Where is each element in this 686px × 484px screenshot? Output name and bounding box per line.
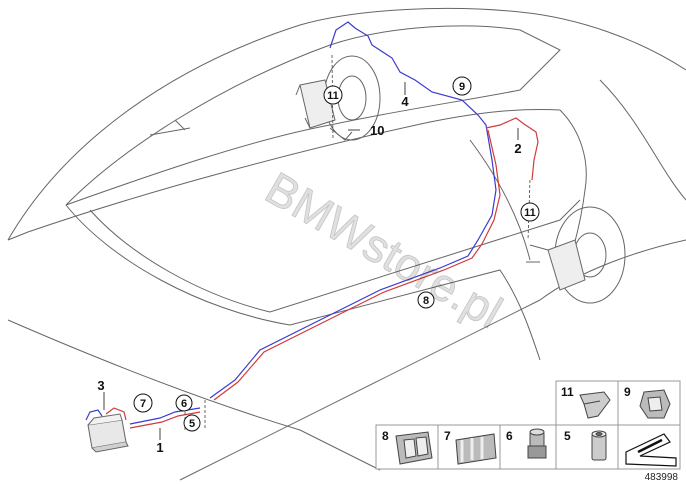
legend-label-9: 9: [624, 385, 631, 399]
hydraulic-unit: [87, 413, 129, 453]
union-nut-icon: [527, 428, 547, 459]
bracket-clip-icon: [579, 391, 611, 419]
legend-label-8: 8: [382, 429, 389, 443]
brake-line-red: [105, 117, 539, 429]
front-brake-assembly: [526, 206, 626, 304]
diagram-number: 483998: [645, 472, 679, 483]
svg-text:11: 11: [524, 207, 536, 219]
car-body-outline: [7, 7, 686, 481]
parts-legend: 11 9 8 7 6 5: [375, 380, 681, 470]
svg-text:9: 9: [459, 81, 465, 93]
legend-label-6: 6: [506, 429, 513, 443]
line-clip-icon: [639, 389, 671, 419]
callout-11-right: 11: [520, 202, 540, 222]
watermark-text: BMWstore.pl: [257, 162, 511, 339]
svg-text:5: 5: [189, 418, 195, 430]
svg-text:7: 7: [140, 398, 146, 410]
part-number-3: 3: [97, 378, 104, 393]
part-number-4: 4: [401, 94, 409, 109]
legend-label-7: 7: [444, 429, 451, 443]
sleeve-nut-icon: [591, 430, 607, 461]
callout-7: 7: [133, 393, 153, 413]
arrow-symbol-icon: [625, 433, 677, 467]
line-holder-icon: [455, 433, 497, 465]
part-number-10: 10: [370, 123, 384, 138]
legend-label-5: 5: [564, 429, 571, 443]
callout-8: 8: [417, 291, 435, 309]
part-number-2: 2: [514, 141, 521, 156]
callout-9: 9: [452, 76, 472, 96]
callout-6: 6: [175, 394, 193, 412]
legend-label-11: 11: [561, 385, 574, 399]
svg-text:8: 8: [423, 295, 429, 307]
double-clip-icon: [395, 431, 433, 465]
part-number-1: 1: [156, 440, 163, 455]
callout-11-top: 11: [323, 85, 343, 105]
svg-text:11: 11: [327, 90, 339, 102]
svg-text:6: 6: [181, 398, 187, 410]
leader-lines: [103, 82, 519, 440]
callout-5: 5: [183, 414, 201, 432]
